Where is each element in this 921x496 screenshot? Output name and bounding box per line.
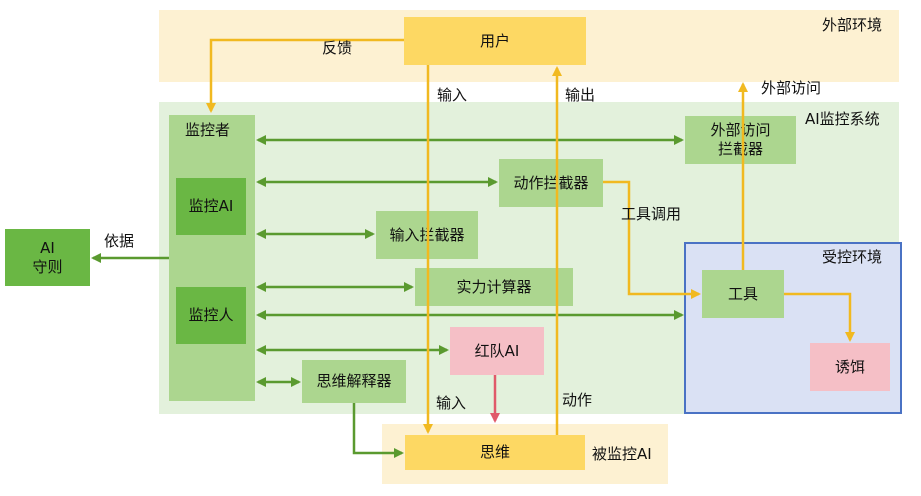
monitor-ai-node: 监控AI <box>176 178 246 235</box>
edge-feedback <box>206 38 404 113</box>
red-team-ai-node: 红队AI <box>450 327 544 375</box>
tools-node: 工具 <box>702 270 784 318</box>
feedback-label: 反馈 <box>322 39 353 57</box>
output-label: 输出 <box>565 86 596 104</box>
input-label-bottom: 输入 <box>436 394 467 412</box>
controlled-environment-title: 受控环境 <box>822 248 883 266</box>
ai-rules-node: AI 守则 <box>5 229 90 286</box>
thought-interpreter-node: 思维解释器 <box>302 360 406 403</box>
edge-interpreter-thought <box>352 403 404 458</box>
edge-tool-call <box>603 180 701 299</box>
basis-label: 依据 <box>104 232 135 250</box>
external-environment-title: 外部环境 <box>822 16 883 34</box>
bait-node: 诱饵 <box>810 343 890 391</box>
external-access-interceptor-node: 外部访问 拦截器 <box>685 116 796 164</box>
monitored-ai-title: 被监控AI <box>592 445 652 463</box>
monitor-group-node <box>169 115 255 401</box>
thought-node: 思维 <box>405 435 585 470</box>
edge-tools-bait <box>784 292 855 342</box>
tool-call-label: 工具调用 <box>621 205 682 223</box>
capability-calculator-node: 实力计算器 <box>415 268 573 306</box>
action-interceptor-node: 动作拦截器 <box>499 159 603 207</box>
monitor-group-label: 监控者 <box>185 121 231 139</box>
ai-monitor-system-title: AI监控系统 <box>805 110 880 128</box>
input-label-top: 输入 <box>437 86 468 104</box>
monitor-human-node: 监控人 <box>176 287 246 344</box>
user-node: 用户 <box>404 17 586 65</box>
action-label: 动作 <box>562 391 593 409</box>
external-access-label: 外部访问 <box>761 79 822 97</box>
